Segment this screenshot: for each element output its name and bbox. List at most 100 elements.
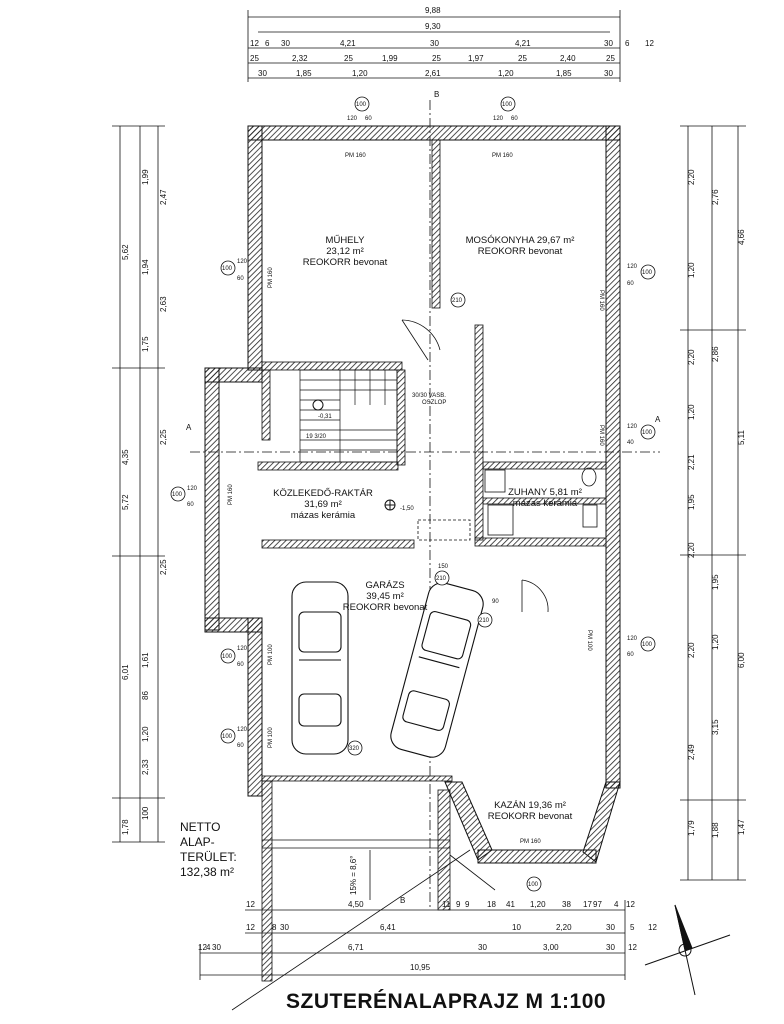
dim-bot-r1-7: 1,20 bbox=[530, 900, 546, 909]
room-muhely-area: 23,12 m² bbox=[326, 246, 364, 257]
dim-left-outer-1: 4,35 bbox=[121, 449, 130, 465]
room-garazs-name: GARÁZS bbox=[365, 580, 405, 591]
dim-left-mid-10: 2,33 bbox=[141, 759, 150, 775]
dim-top-r3-4: 1,20 bbox=[498, 69, 514, 78]
doors bbox=[401, 319, 549, 613]
win-6-w: 120 bbox=[187, 486, 198, 492]
dim-bot-r1-10: 97 bbox=[593, 900, 602, 909]
right-dim-texts: 4,66 5,11 6,00 1,47 2,76 2,86 1,95 1,20 … bbox=[687, 169, 746, 838]
dim-bot-r2-0: 12 bbox=[246, 923, 255, 932]
dim-top-r2-0: 25 bbox=[250, 54, 259, 63]
dim-top-r2-8: 25 bbox=[606, 54, 615, 63]
dim-left-outer-3: 6,01 bbox=[121, 664, 130, 680]
win-4: 100 bbox=[642, 270, 653, 276]
dim-right-inner-3: 1,20 bbox=[687, 404, 696, 420]
dim-bot-r1-4: 9 bbox=[465, 900, 470, 909]
dim-top-r1-0: 12 bbox=[250, 39, 259, 48]
pm-6: PM 160 bbox=[598, 425, 604, 446]
win-9-w: 120 bbox=[627, 636, 638, 642]
win-5-w: 120 bbox=[627, 424, 638, 430]
dim-bot-r2-4: 10 bbox=[512, 923, 521, 932]
dim-bot-r3-6: 30 bbox=[606, 943, 615, 952]
sanitary-fixtures bbox=[581, 467, 598, 528]
win-3-w: 120 bbox=[237, 259, 248, 265]
staircase bbox=[299, 369, 398, 463]
column-label: 30/30 VASB. bbox=[412, 393, 446, 399]
win-2-w: 120 bbox=[493, 116, 504, 122]
right-dimensions bbox=[680, 125, 746, 881]
left-dim-texts: 5,62 4,35 5,72 6,01 1,78 1,99 2,47 1,94 … bbox=[121, 169, 168, 835]
win-8-w: 120 bbox=[237, 727, 248, 733]
win-2: 100 bbox=[502, 102, 513, 108]
room-kazan-name: KAZÁN 19,36 m² bbox=[494, 800, 566, 811]
dim-bot-r1-1: 4,50 bbox=[348, 900, 364, 909]
dim-left-mid-3: 2,63 bbox=[159, 296, 168, 312]
dim-left-mid-8: 86 bbox=[141, 691, 150, 700]
dim-left-mid-0: 1,99 bbox=[141, 169, 150, 185]
netto-line-2: ALAP- bbox=[180, 835, 215, 849]
room-kazan-finish: REOKORR bevonat bbox=[487, 811, 573, 822]
top-dimensions bbox=[247, 10, 621, 82]
dim-right-outer-2: 6,00 bbox=[737, 652, 746, 668]
win-7: 100 bbox=[222, 654, 233, 660]
door-1: 210 bbox=[452, 298, 463, 304]
dim-left-mid-1: 2,47 bbox=[159, 189, 168, 205]
win-3-h: 60 bbox=[237, 276, 244, 282]
car-right bbox=[390, 582, 484, 758]
dim-right-inner-9: 1,79 bbox=[687, 820, 696, 836]
ramp bbox=[231, 780, 496, 1011]
dim-right-inner-6: 2,20 bbox=[687, 542, 696, 558]
dim-top-r1-2: 30 bbox=[281, 39, 290, 48]
pm-9: PM 100 bbox=[268, 727, 274, 748]
win-3: 100 bbox=[222, 266, 233, 272]
dim-left-outer-2: 5,72 bbox=[121, 494, 130, 510]
dim-right-inner-5: 1,95 bbox=[687, 494, 696, 510]
dim-top-r3-2: 1,20 bbox=[352, 69, 368, 78]
door-3: 210 bbox=[479, 618, 490, 624]
room-kozlekedo-finish: mázas kerámia bbox=[290, 510, 356, 521]
dim-bot-r3-4: 30 bbox=[478, 943, 487, 952]
dim-bot-r2-7: 5 bbox=[630, 923, 635, 932]
door-5-w: 150 bbox=[438, 564, 449, 570]
dim-right-mid-3: 1,20 bbox=[711, 634, 720, 650]
pm-7: PM 160 bbox=[228, 484, 234, 505]
netto-line-1: NETTO bbox=[180, 820, 221, 834]
dim-top-r3-5: 1,85 bbox=[556, 69, 572, 78]
win-2-h: 60 bbox=[511, 116, 518, 122]
win-8: 100 bbox=[222, 734, 233, 740]
dim-bot-r1-11: 4 bbox=[614, 900, 619, 909]
dim-bot-r3-1: 4 bbox=[206, 943, 211, 952]
dim-top-r1-4: 30 bbox=[430, 39, 439, 48]
dim-bot-r3-0: 12 bbox=[198, 943, 207, 952]
dim-top-r2-4: 25 bbox=[432, 54, 441, 63]
door-3-w: 90 bbox=[492, 599, 499, 605]
dim-right-inner-0: 2,20 bbox=[687, 169, 696, 185]
dim-right-inner-2: 2,20 bbox=[687, 349, 696, 365]
section-a-right: A bbox=[655, 415, 661, 424]
pm-1: PM 160 bbox=[345, 153, 366, 159]
dim-top-r2-6: 25 bbox=[518, 54, 527, 63]
section-b-top: B bbox=[434, 90, 439, 99]
dim-bot-r3-7: 12 bbox=[628, 943, 637, 952]
dim-left-mid-2: 1,94 bbox=[141, 259, 150, 275]
stairs-level: -0,31 bbox=[318, 414, 332, 420]
pm-4: PM 160 bbox=[268, 267, 274, 288]
dim-top-r1-8: 12 bbox=[645, 39, 654, 48]
win-7-h: 60 bbox=[237, 662, 244, 668]
room-muhely: MŰHELY 23,12 m² REOKORR bevonat bbox=[300, 235, 390, 268]
pm-5: PM 160 bbox=[598, 290, 604, 311]
dim-top-r2-7: 2,40 bbox=[560, 54, 576, 63]
dim-right-mid-0: 2,76 bbox=[711, 189, 720, 205]
dim-left-mid-5: 2,25 bbox=[159, 429, 168, 445]
win-5-h: 40 bbox=[627, 440, 634, 446]
window-markers bbox=[170, 96, 656, 892]
win-4-h: 60 bbox=[627, 281, 634, 287]
dim-right-outer-1: 5,11 bbox=[737, 429, 746, 445]
dim-bot-r2-3: 6,41 bbox=[380, 923, 396, 932]
dim-bot-r3-3: 6,71 bbox=[348, 943, 364, 952]
room-zuhany-name: ZUHANY 5,81 m² bbox=[508, 487, 582, 498]
room-mosokonyha: MOSÓKONYHA 29,67 m² REOKORR bevonat bbox=[455, 235, 585, 257]
dim-bot-r3-5: 3,00 bbox=[543, 943, 559, 952]
dim-right-mid-2: 1,95 bbox=[711, 574, 720, 590]
dim-bot-r1-8: 38 bbox=[562, 900, 571, 909]
